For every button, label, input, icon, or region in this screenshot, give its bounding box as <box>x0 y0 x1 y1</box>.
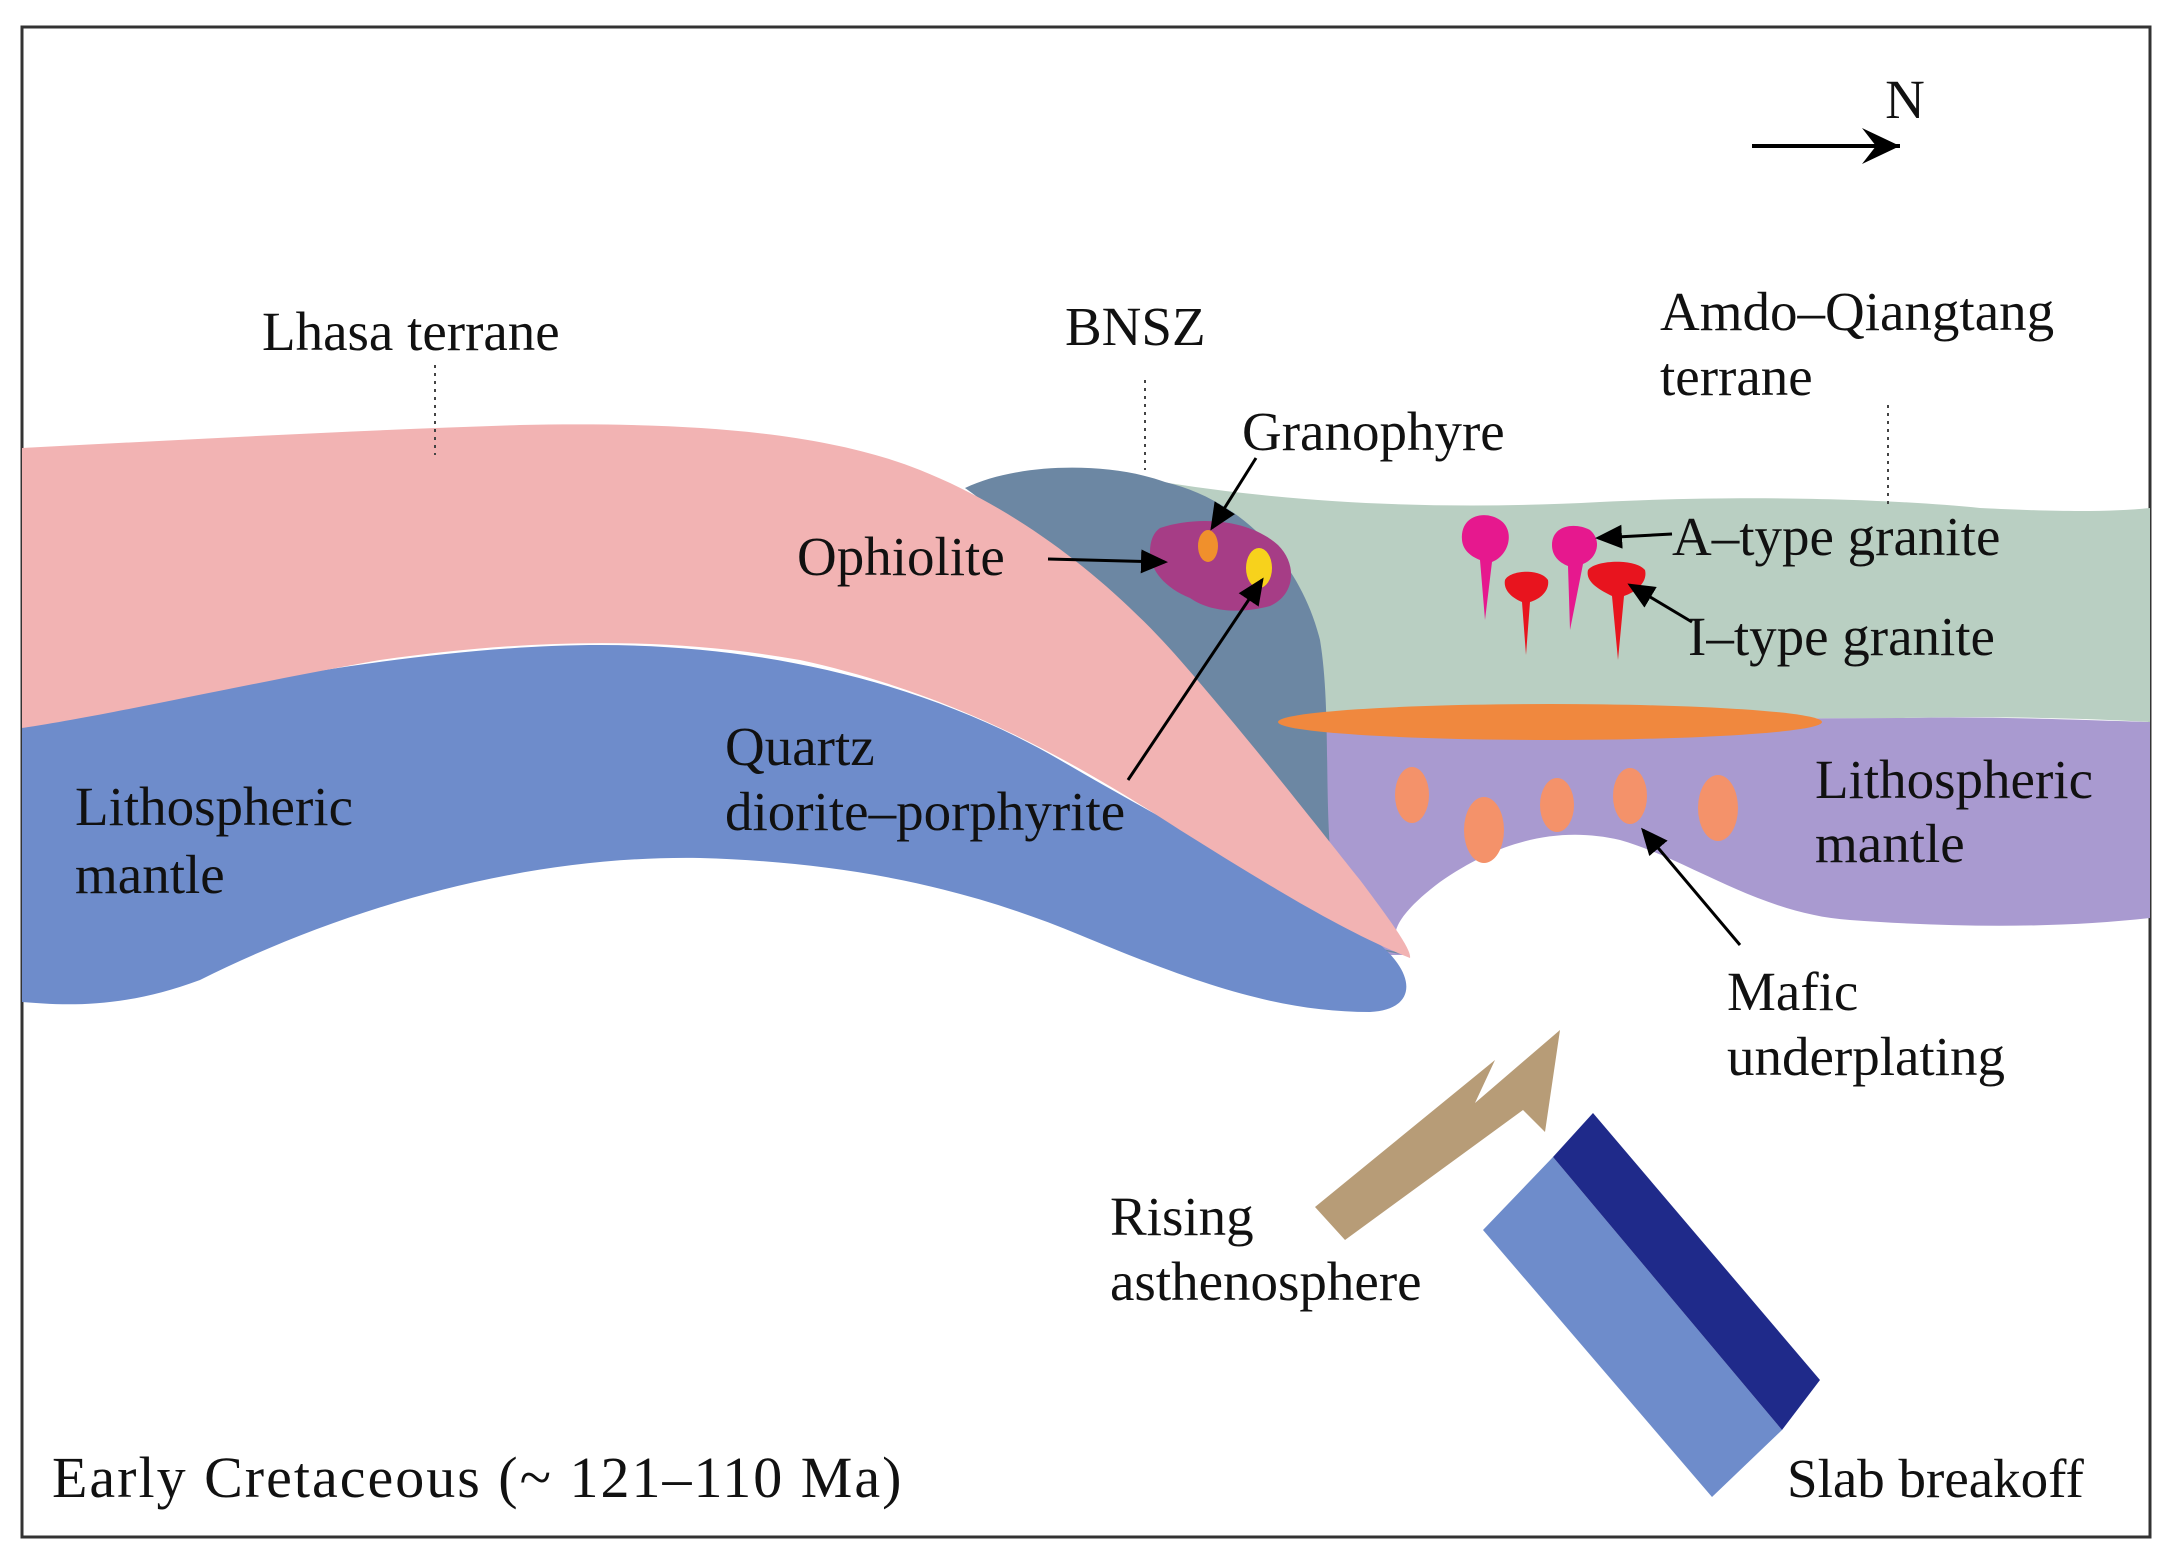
north-arrow-head <box>1862 128 1900 164</box>
quartz-diorite-pointer <box>1126 577 1264 781</box>
mafic-label-line2: underplating <box>1727 1026 2005 1087</box>
rising-label-line2: asthenosphere <box>1110 1251 1422 1312</box>
quartz-label-line1: Quartz <box>725 716 875 777</box>
mafic-blob-2 <box>1464 797 1504 863</box>
lith-mantle-left-line2: mantle <box>75 844 225 905</box>
lhasa-crust <box>22 424 1411 959</box>
mafic-blob-5 <box>1698 775 1738 841</box>
lhasa-lithospheric-mantle <box>22 645 1407 1012</box>
a-type-granite-1 <box>1461 515 1509 620</box>
slab-breakoff-label: Slab breakoff <box>1787 1448 2084 1509</box>
lith-mantle-right-line2: mantle <box>1815 813 1965 874</box>
mafic-underplating-sill <box>1278 704 1822 740</box>
lith-mantle-left-line1: Lithospheric <box>75 776 353 837</box>
granophyre-pointer <box>1210 457 1258 531</box>
bnsz-label: BNSZ <box>1065 296 1206 357</box>
mafic-pointer <box>1641 827 1742 946</box>
amdo-label-line2: terrane <box>1660 346 1813 407</box>
amdo-label-line1: Amdo–Qiangtang <box>1660 281 2054 342</box>
rising-asthenosphere-arrow <box>1315 1030 1560 1240</box>
ophiolite-pointer <box>1047 549 1168 574</box>
mafic-blob-3 <box>1540 778 1574 832</box>
mafic-blob-4 <box>1613 768 1647 824</box>
a-type-granite-2 <box>1552 525 1598 630</box>
mafic-label-line1: Mafic <box>1727 961 1858 1022</box>
i-type-granite-label: I–type granite <box>1688 606 1995 667</box>
granophyre-label: Granophyre <box>1242 401 1505 462</box>
granophyre-body <box>1198 530 1218 562</box>
north-label: N <box>1885 69 1925 130</box>
slab-breakoff-dark <box>1553 1113 1820 1430</box>
slab-breakoff-light <box>1483 1157 1782 1497</box>
i-type-pointer <box>1627 583 1693 624</box>
ophiolite-label: Ophiolite <box>797 526 1005 587</box>
a-type-pointer <box>1595 524 1673 549</box>
lhasa-terrane-label: Lhasa terrane <box>262 301 560 362</box>
lith-mantle-right-line1: Lithospheric <box>1815 749 2093 810</box>
i-type-granite-1 <box>1504 571 1549 655</box>
quartz-label-line2: diorite–porphyrite <box>725 781 1125 842</box>
mafic-blob-1 <box>1395 767 1429 823</box>
figure-title: Early Cretaceous (~ 121–110 Ma) <box>52 1445 903 1510</box>
rising-label-line1: Rising <box>1110 1186 1254 1247</box>
a-type-granite-label: A–type granite <box>1672 506 2000 567</box>
